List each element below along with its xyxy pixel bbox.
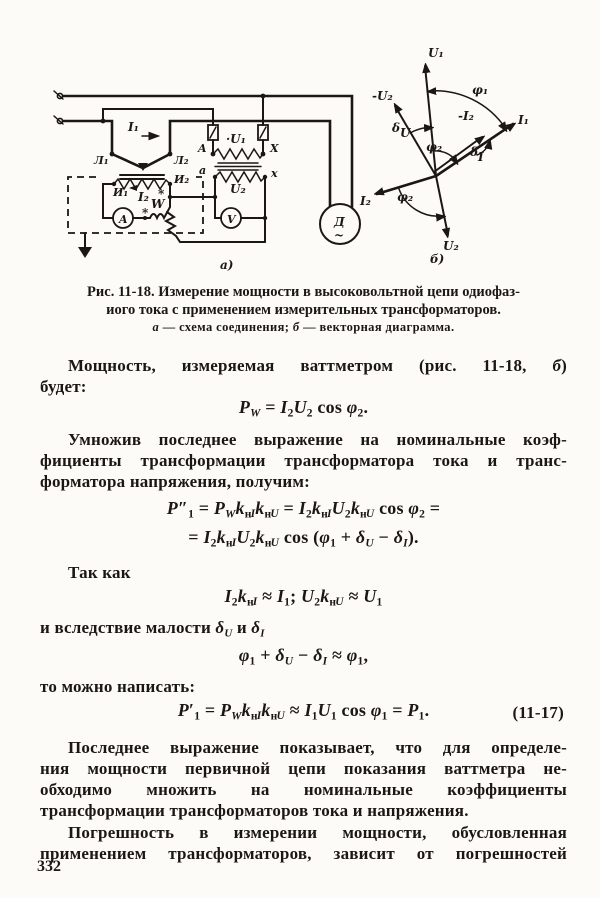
- wattmeter: W * *: [142, 183, 266, 243]
- figure-caption-line3: а — схема соединения; б — векторная диаг…: [152, 320, 455, 334]
- label-l2: Л₂: [173, 154, 189, 167]
- ammeter-letter: A: [118, 213, 128, 226]
- formula-approximations: I2kнI ≈ I1; U2kнU ≈ U1: [224, 586, 383, 609]
- polarity-star-1: *: [158, 187, 165, 201]
- formula-p1-double-prime-a: P″1 = PWkнIkнU = I2kнIU2kнU cos φ2 =: [166, 498, 441, 521]
- label-u1: ·U₁: [226, 132, 246, 146]
- paragraph-2-line-2: фициенты трансформации трансформатора то…: [40, 451, 567, 470]
- formula-phi-approx: φ1 + δU − δI ≈ φ1,: [238, 645, 369, 668]
- paragraph-6: Последнее выражение показывает, что для …: [40, 737, 567, 821]
- label-minus-i2: -I₂: [458, 109, 474, 123]
- paragraph-3-line-1: Так как: [68, 563, 131, 582]
- shield-box: [67, 176, 204, 234]
- paragraph-2: Умножив последнее выражение на номинальн…: [40, 429, 567, 492]
- label-delta-u: δ: [391, 121, 400, 135]
- voltage-transformer: A X a x ·U₁ U₂: [197, 132, 279, 196]
- paragraph-2-line-1: Умножив последнее выражение на номинальн…: [68, 430, 567, 449]
- supply-lines: [53, 90, 354, 209]
- label-i2: I₂: [137, 190, 149, 204]
- label-delta-i: δ: [469, 145, 478, 159]
- angle-arcs: [398, 91, 506, 217]
- paragraph-7-line-2: применением трансформаторов, зависит от …: [40, 844, 567, 863]
- paragraph-7: Погрешность в измерении мощности, обусло…: [40, 822, 567, 864]
- label-A: A: [197, 142, 207, 155]
- label-i1: I₁: [127, 120, 139, 134]
- formula-p1-double-prime-b: = I2kнIU2kнU cos (φ1 + δU − δI).: [188, 527, 419, 550]
- label-i1-terminal: И₁: [112, 186, 128, 199]
- figure-caption-line1: Рис. 11-18. Измерение мощности в высоков…: [87, 284, 520, 300]
- label-i2-terminal: И₂: [173, 173, 189, 186]
- label-minus-u2: -U₂: [372, 89, 393, 103]
- figure-caption-line2: иого тока с применением измерительных тр…: [106, 302, 501, 318]
- label-i1-vector: I₁: [517, 113, 529, 127]
- paragraph-6-line-3: обходимо множить на номинальные коэффици…: [40, 780, 567, 799]
- subfigure-b-label: б): [430, 252, 444, 266]
- label-phi2-bottom: φ₂: [397, 190, 413, 204]
- vector-diagram: U₁ -U₂ I₁ -I₂ I₂ U₂ φ₁ φ₂ φ₂ δ U δ I б): [359, 46, 529, 266]
- current-transformer: I₁ Л₁ Л₂ И₁ И₂ I₂: [93, 120, 189, 204]
- motor-wave: ~: [334, 228, 344, 242]
- paragraph-6-line-2: ния мощности первичной цепи показания ва…: [40, 759, 567, 778]
- label-a: a: [199, 164, 206, 177]
- paragraph-6-line-1: Последнее выражение показывает, что для …: [68, 738, 567, 757]
- label-delta-i-sub: I: [477, 150, 484, 164]
- ground-symbol: [78, 232, 92, 258]
- formula-pw: PW = I2U2 cos φ2.: [238, 397, 369, 420]
- label-delta-u-sub: U: [400, 126, 412, 140]
- subfigure-a-label: а): [220, 258, 233, 272]
- paragraph-1: Мощность, измеряемая ваттметром (рис. 11…: [40, 355, 567, 397]
- motor-letter: Д: [333, 215, 345, 229]
- label-l1: Л₁: [93, 154, 109, 167]
- phasor-labels: U₁ -U₂ I₁ -I₂ I₂ U₂ φ₁ φ₂ φ₂ δ U δ I б): [359, 46, 529, 266]
- label-u1-vector: U₁: [428, 46, 444, 60]
- voltmeter: V: [212, 176, 268, 243]
- paragraph-4-line-1: и вследствие малости δU и δI: [40, 618, 265, 640]
- polarity-star-2: *: [142, 206, 149, 220]
- label-phi2-center: φ₂: [426, 140, 442, 154]
- paragraph-3: Так как: [40, 562, 567, 583]
- paragraph-1-line-1: Мощность, измеряемая ваттметром (рис. 11…: [68, 356, 567, 375]
- paragraph-1-line-2: будет:: [40, 377, 87, 396]
- wattmeter-letter: W: [151, 197, 166, 211]
- circuit-diagram: I₁ Л₁ Л₂ И₁ И₂ I₂ A W * *: [53, 90, 361, 272]
- formula-11-17: P′1 = PWkнIkнU ≈ I1U1 cos φ1 = P1.: [177, 700, 430, 723]
- load-motor: Д ~: [319, 203, 361, 245]
- label-X: X: [269, 142, 279, 155]
- ammeter: A: [102, 183, 151, 229]
- label-x: x: [270, 167, 278, 180]
- voltmeter-letter: V: [227, 213, 237, 226]
- paragraph-5-line-1: то можно написать:: [40, 677, 196, 696]
- paragraph-6-line-4: трансформации трансформаторов тока и нап…: [40, 801, 469, 820]
- page-number: 332: [37, 858, 61, 875]
- paragraph-7-line-1: Погрешность в измерении мощности, обусло…: [68, 823, 567, 842]
- fuses: [207, 95, 269, 153]
- label-phi1: φ₁: [472, 83, 488, 97]
- paragraph-4: и вследствие малости δU и δI: [40, 617, 567, 644]
- label-i2-vector: I₂: [359, 194, 371, 208]
- label-u2-vector: U₂: [443, 239, 459, 253]
- label-u2: U₂: [230, 182, 246, 196]
- paragraph-2-line-3: форматора напряжения, получим:: [40, 472, 310, 491]
- equation-number: (11-17): [512, 703, 564, 722]
- paragraph-5: то можно написать:: [40, 676, 567, 697]
